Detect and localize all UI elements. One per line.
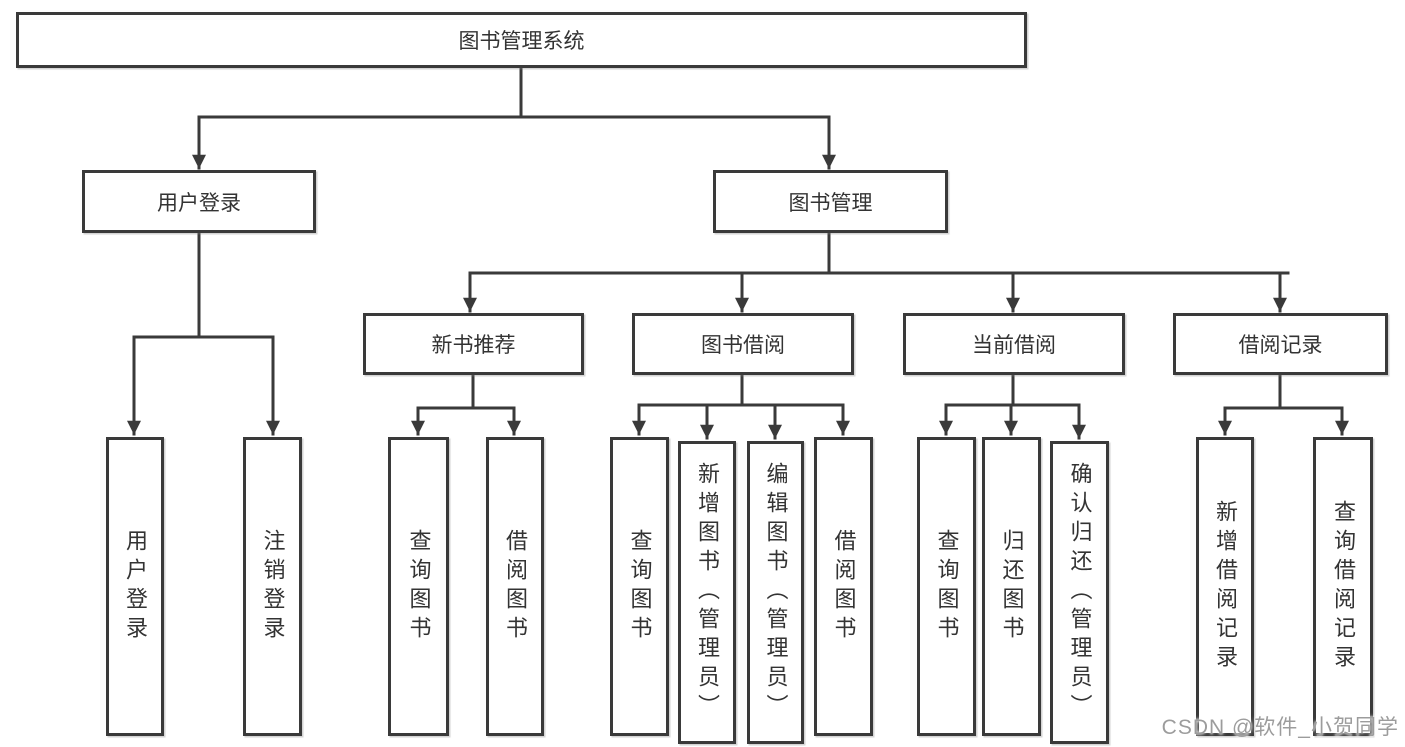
- leaf-user-login: 用户登录: [106, 437, 164, 736]
- leaf-query-books-3: 查询图书: [917, 437, 976, 736]
- node-current-borrow: 当前借阅: [903, 313, 1125, 375]
- leaf-borrow-books-1: 借阅图书: [486, 437, 544, 736]
- leaf-logout: 注销登录: [243, 437, 302, 736]
- node-borrow-records: 借阅记录: [1173, 313, 1388, 375]
- leaf-return-book: 归还图书: [982, 437, 1041, 736]
- leaf-edit-book-admin: 编辑图书（管理员）: [747, 441, 804, 744]
- node-user-login: 用户登录: [82, 170, 316, 233]
- leaf-add-book-admin: 新增图书（管理员）: [678, 441, 736, 744]
- node-book-management: 图书管理: [713, 170, 948, 233]
- node-new-book-recommend: 新书推荐: [363, 313, 584, 375]
- leaf-add-borrow-record: 新增借阅记录: [1196, 437, 1254, 736]
- leaf-query-books-2: 查询图书: [610, 437, 669, 736]
- watermark: CSDN @软件_小贺同学: [1161, 716, 1399, 739]
- leaf-borrow-books-2: 借阅图书: [814, 437, 873, 736]
- node-library-system: 图书管理系统: [16, 12, 1027, 68]
- node-book-borrow: 图书借阅: [632, 313, 854, 375]
- leaf-query-borrow-record: 查询借阅记录: [1313, 437, 1373, 736]
- leaf-confirm-return-admin: 确认归还（管理员）: [1050, 441, 1109, 744]
- leaf-query-books-1: 查询图书: [388, 437, 449, 736]
